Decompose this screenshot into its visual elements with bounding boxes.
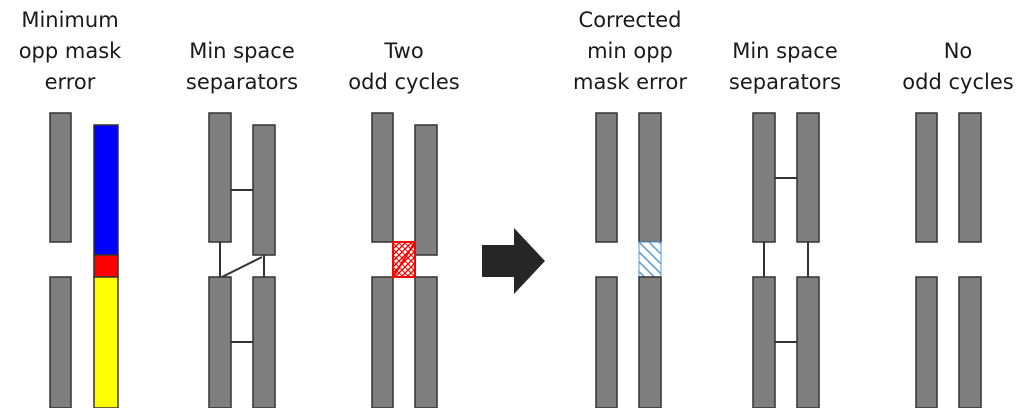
right-arrow-icon (482, 228, 545, 294)
shape-bar (208, 112, 232, 243)
caption-line: separators (186, 70, 298, 94)
shape-bar (252, 124, 276, 256)
panel-6-caption: No odd cycles (902, 39, 1013, 94)
panel-1-layout (49, 112, 119, 408)
caption-line: odd cycles (348, 70, 459, 94)
caption-line: opp mask (19, 39, 122, 63)
caption-line: Minimum (21, 8, 118, 32)
separator-line (221, 256, 263, 278)
panel-4-caption: Corrected min opp mask error (573, 8, 687, 94)
panel-3-layout (371, 112, 438, 408)
shape-bar (252, 276, 276, 408)
panel-2-caption: Min space separators (186, 39, 298, 94)
panel-2-layout (208, 112, 276, 408)
panel-3-caption: Two odd cycles (348, 39, 459, 94)
shape-bar (371, 112, 394, 243)
caption-line: odd cycles (902, 70, 1013, 94)
panel-6-layout (915, 112, 982, 408)
panel-5-layout (752, 112, 820, 408)
shape-bar (49, 112, 72, 243)
caption-line: min opp (587, 39, 673, 63)
caption-line: Min space (189, 39, 295, 63)
yellow-mask-segment (93, 276, 119, 408)
caption-line: Min space (732, 39, 838, 63)
shape-bar (915, 112, 938, 243)
shape-bar (638, 276, 662, 408)
blue-mask-segment (93, 124, 119, 256)
red-mask-segment (93, 254, 119, 278)
shape-bar (752, 276, 776, 408)
shape-bar (414, 276, 438, 408)
caption-line: mask error (573, 70, 687, 94)
shape-bar (752, 112, 776, 243)
shape-bar (958, 276, 982, 408)
shape-bar (595, 276, 618, 408)
caption-line: error (45, 70, 96, 94)
shape-bar (371, 276, 394, 408)
odd-cycle-diagonal (392, 241, 416, 278)
shape-bar (49, 276, 72, 408)
caption-line: No (944, 39, 973, 63)
shape-bar (595, 112, 618, 243)
caption-line: separators (729, 70, 841, 94)
shape-bar (958, 112, 982, 243)
panel-4-layout (595, 112, 662, 408)
shape-bar (796, 112, 820, 243)
shape-bar (915, 276, 938, 408)
caption-line: Two (383, 39, 423, 63)
panel-5-caption: Min space separators (729, 39, 841, 94)
shape-bar (796, 276, 820, 408)
panel-1-caption: Minimum opp mask error (19, 8, 122, 94)
shape-bar (638, 112, 662, 243)
corrected-hatch (638, 241, 662, 278)
shape-bar (208, 276, 232, 408)
shape-bar (414, 124, 438, 256)
caption-line: Corrected (579, 8, 682, 32)
